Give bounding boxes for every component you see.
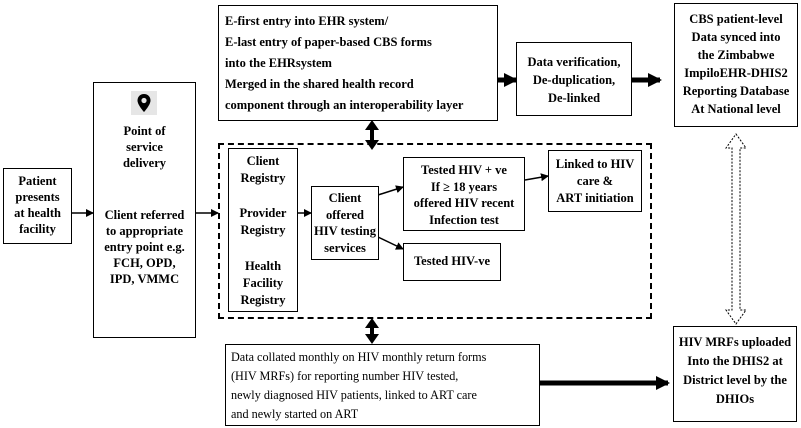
tested-negative-box: Tested HIV-ve <box>403 243 501 281</box>
point-of-service-box: Point of service delivery Client referre… <box>93 82 196 338</box>
registries-box: Client Registry Provider Registry Health… <box>228 148 298 312</box>
monthly-return-box: Data collated monthly on HIV monthly ret… <box>225 344 540 426</box>
mrf-upload-text: HIV MRFs uploaded Into the DHIS2 at Dist… <box>678 335 792 406</box>
tested-positive-box: Tested HIV + ve If ≥ 18 years offered HI… <box>403 157 525 231</box>
provider-registry-label: Provider Registry <box>239 206 287 237</box>
point-of-service-body: Client referred to appropriate entry poi… <box>104 208 185 286</box>
patient-text: Patient presents at health facility <box>14 174 61 236</box>
cbs-sync-text: CBS patient-level Data synced into the Z… <box>682 12 790 116</box>
arrow-to-tested-positive <box>377 185 404 196</box>
client-registry-label: Client Registry <box>240 154 286 185</box>
cbs-sync-box: CBS patient-level Data synced into the Z… <box>674 3 798 127</box>
mrf-upload-box: HIV MRFs uploaded Into the DHIS2 at Dist… <box>673 326 797 422</box>
verification-text: Data verification, De-duplication, De-li… <box>527 55 621 105</box>
client-offered-text: Client offered HIV testing services <box>314 191 376 255</box>
ehr-entry-text: E-first entry into EHR system/ E-last en… <box>225 14 464 112</box>
ehr-entry-box: E-first entry into EHR system/ E-last en… <box>218 5 498 121</box>
tested-positive-text: Tested HIV + ve If ≥ 18 years offered HI… <box>413 163 515 227</box>
patient-box: Patient presents at health facility <box>3 168 72 244</box>
linked-art-text: Linked to HIV care & ART initiation <box>555 157 635 205</box>
monthly-return-text: Data collated monthly on HIV monthly ret… <box>231 350 487 421</box>
double-arrow-registry-monthly <box>365 318 379 344</box>
tested-negative-text: Tested HIV-ve <box>413 254 491 268</box>
location-pin-icon <box>131 91 157 115</box>
registry-testing-container <box>218 143 652 319</box>
arrow-to-linked-art <box>524 173 549 182</box>
facility-registry-label: Health Facility Registry <box>240 259 286 307</box>
hollow-double-arrow-cbs-upload <box>725 133 747 325</box>
verification-box: Data verification, De-duplication, De-li… <box>516 42 632 116</box>
point-of-service-title: Point of service delivery <box>122 124 167 170</box>
client-offered-box: Client offered HIV testing services <box>311 186 379 260</box>
double-arrow-ehr-registry <box>365 120 379 150</box>
linked-art-box: Linked to HIV care & ART initiation <box>548 150 642 212</box>
arrow-to-tested-negative <box>377 236 404 250</box>
